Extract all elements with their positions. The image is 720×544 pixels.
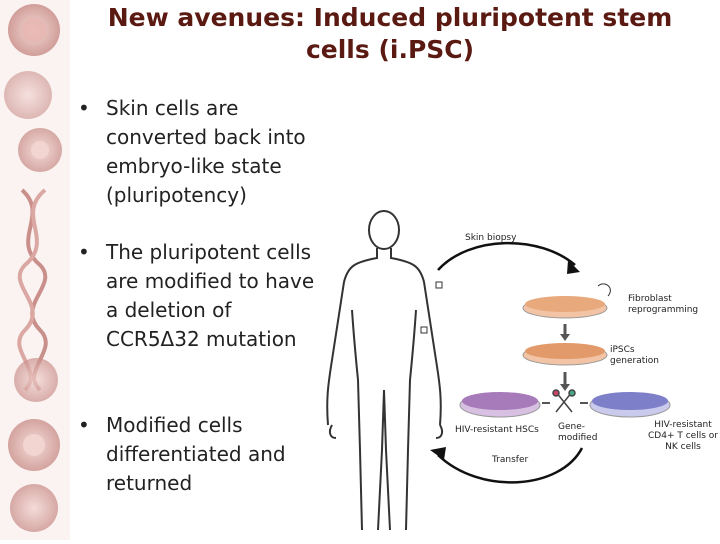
bullet-text: The pluripotent cells are modified to ha… (106, 240, 315, 351)
hsc-dish-icon (459, 392, 541, 418)
bullet-dot-icon: • (78, 240, 90, 264)
skin-biopsy-label: Skin biopsy (465, 233, 517, 243)
decorative-sidebar (0, 0, 70, 540)
transfer-label: Transfer (492, 455, 529, 465)
hsc-label: HIV-resistant HSCs (455, 425, 539, 435)
gene-modified-label: Gene-modified (558, 422, 598, 443)
diagram-graphics (326, 210, 671, 531)
bullet-text: Skin cells are converted back into embry… (106, 96, 306, 207)
page-title: New avenues: Induced pluripotent stem ce… (107, 3, 673, 64)
fibroblast-dish-icon (522, 283, 611, 319)
ipsc-dish-icon (522, 343, 608, 366)
marker-square-icon (420, 326, 428, 334)
transfer-arrow-icon (437, 447, 584, 484)
bullet-dot-icon: • (78, 413, 90, 437)
virus-dna-decoration (0, 0, 70, 540)
human-figure-icon (326, 210, 444, 531)
bullet-dot-icon: • (78, 96, 90, 120)
ipsc-diagram: Skin biopsy Fibroblast reprogramming iPS… (320, 200, 720, 540)
tcells-label: HIV-resistant CD4+ T cells or NK cells (648, 420, 718, 452)
biopsy-arrow-icon (437, 241, 576, 271)
fibroblast-label: Fibroblast reprogramming (628, 294, 699, 315)
bullet-text: Modified cells differentiated and return… (106, 413, 286, 495)
gene-edit-icon (552, 389, 576, 413)
tcell-dish-icon (589, 392, 671, 418)
marker-square-icon (435, 281, 443, 289)
ipsc-label: iPSCs generation (610, 345, 659, 366)
